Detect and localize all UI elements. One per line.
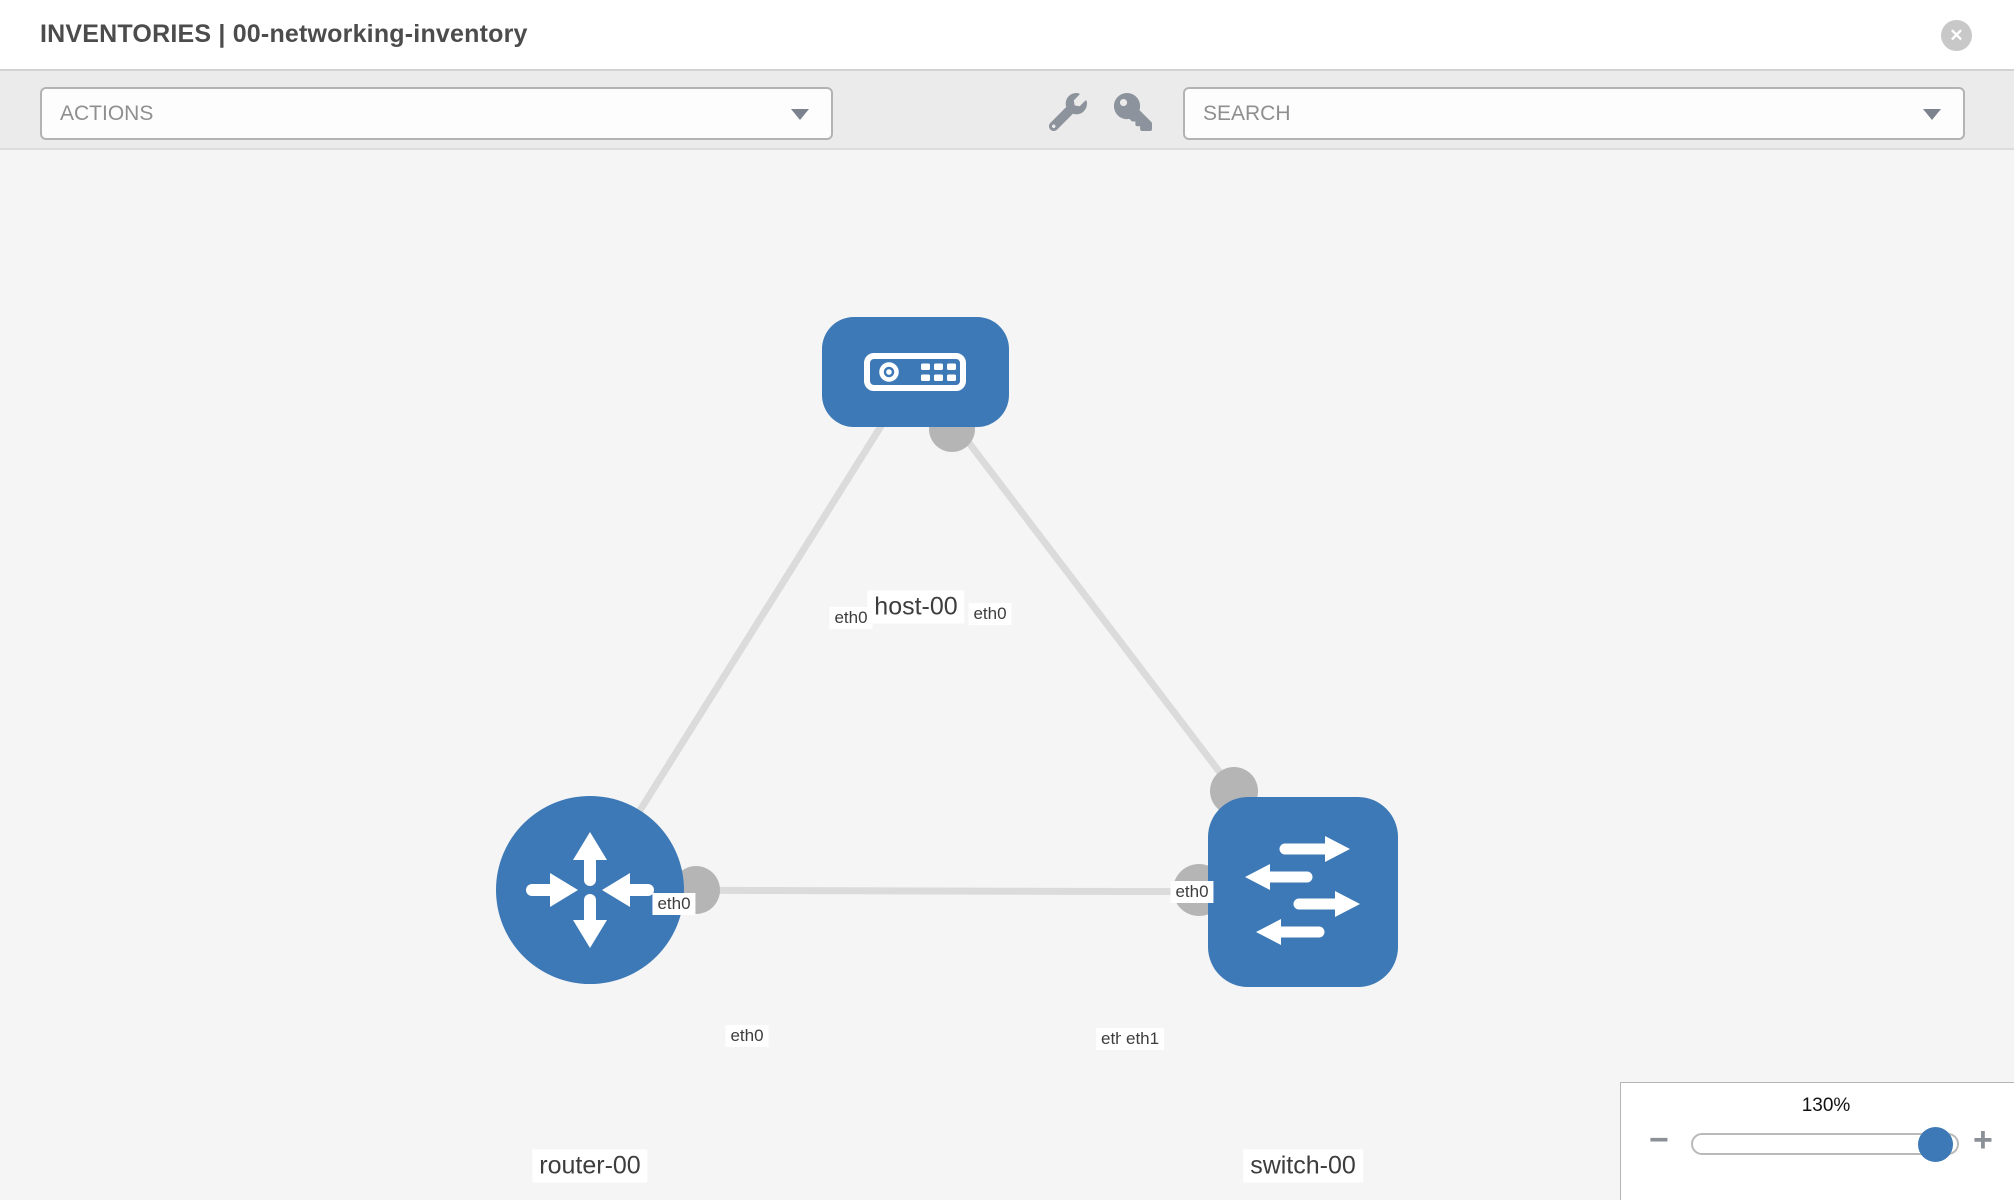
search-dropdown-label: SEARCH xyxy=(1203,101,1291,125)
key-icon[interactable] xyxy=(1114,93,1152,131)
toolbar: ACTIONS SEARCH xyxy=(0,71,2014,150)
link-host-router[interactable] xyxy=(586,368,919,894)
node-switch[interactable] xyxy=(1208,797,1398,987)
chevron-down-icon xyxy=(791,108,809,120)
actions-dropdown[interactable]: ACTIONS xyxy=(40,87,833,140)
zoom-slider-thumb[interactable] xyxy=(1918,1127,1953,1162)
zoom-panel: 130% − + xyxy=(1620,1082,2014,1200)
node-router[interactable] xyxy=(496,796,684,984)
switch-icon xyxy=(1245,836,1360,945)
port-label-router-to-host: eth0 xyxy=(652,893,696,915)
search-dropdown[interactable]: SEARCH xyxy=(1183,87,1965,140)
chevron-down-icon xyxy=(1923,108,1941,120)
router-icon xyxy=(526,832,654,948)
wrench-icon[interactable] xyxy=(1048,93,1087,132)
topology-canvas[interactable]: host-00 router-00 switch-00 eth0 eth0 et… xyxy=(0,152,2014,1200)
node-label-host: host-00 xyxy=(867,590,965,624)
zoom-slider-track[interactable] xyxy=(1691,1127,1959,1162)
zoom-in-button[interactable]: + xyxy=(1973,1121,1993,1159)
port-label-switch-to-router: eth1 xyxy=(1121,1028,1165,1050)
zoom-value: 130% xyxy=(1801,1095,1851,1116)
header: INVENTORIES | 00-networking-inventory ✕ xyxy=(0,0,2014,71)
node-host[interactable] xyxy=(822,317,1009,427)
node-label-switch: switch-00 xyxy=(1243,1149,1363,1183)
node-label-router: router-00 xyxy=(532,1149,648,1183)
port-label-router-to-switch: eth0 xyxy=(725,1025,769,1047)
actions-dropdown-label: ACTIONS xyxy=(60,101,154,125)
topology-graph xyxy=(496,317,1398,987)
port-label-host-to-switch: eth0 xyxy=(968,603,1012,625)
zoom-out-button[interactable]: − xyxy=(1649,1121,1669,1159)
port-label-host-to-router: eth0 xyxy=(829,607,873,629)
port-label-switch-to-host: eth0 xyxy=(1170,881,1214,903)
close-icon-glyph: ✕ xyxy=(1949,25,1964,45)
page-title: INVENTORIES | 00-networking-inventory xyxy=(40,20,528,48)
close-icon[interactable]: ✕ xyxy=(1941,20,1972,51)
host-icon xyxy=(864,353,966,391)
